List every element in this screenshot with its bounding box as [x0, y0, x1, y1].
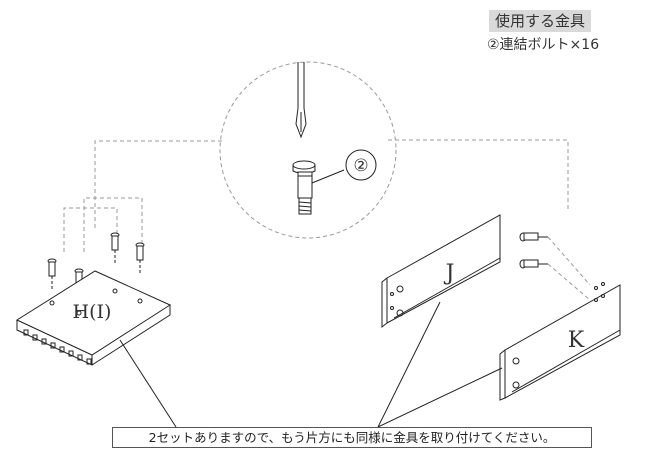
panel-h [15, 270, 172, 366]
leader-note-j [377, 301, 441, 428]
board-k-label: K [568, 328, 585, 353]
board-j [381, 214, 501, 329]
hardware-item: ②連結ボルト×16 [487, 37, 600, 53]
callout-number: ② [353, 156, 368, 176]
callout-circle [345, 149, 377, 181]
detail-circle [219, 61, 397, 239]
board-j-label: J [444, 261, 455, 286]
leader-right [388, 139, 569, 212]
leader-left [94, 140, 222, 228]
insertion-guides-left [63, 197, 143, 252]
screwdriver-icon [295, 62, 307, 139]
instruction-note: 2セットありますので、もう片方にも同様に金具を取り付けてください。 [112, 427, 592, 448]
board-k [499, 282, 621, 401]
panel-h-label: H(I) [73, 301, 112, 323]
connecting-bolt-icon [292, 160, 345, 215]
hardware-list: 使用する金具 ②連結ボルト×16 [487, 10, 647, 55]
leader-note-left [119, 339, 177, 428]
leader-note-k [377, 367, 503, 428]
insertion-guides-right [547, 236, 591, 301]
hardware-title: 使用する金具 [489, 10, 592, 32]
bolts-right [519, 232, 548, 269]
